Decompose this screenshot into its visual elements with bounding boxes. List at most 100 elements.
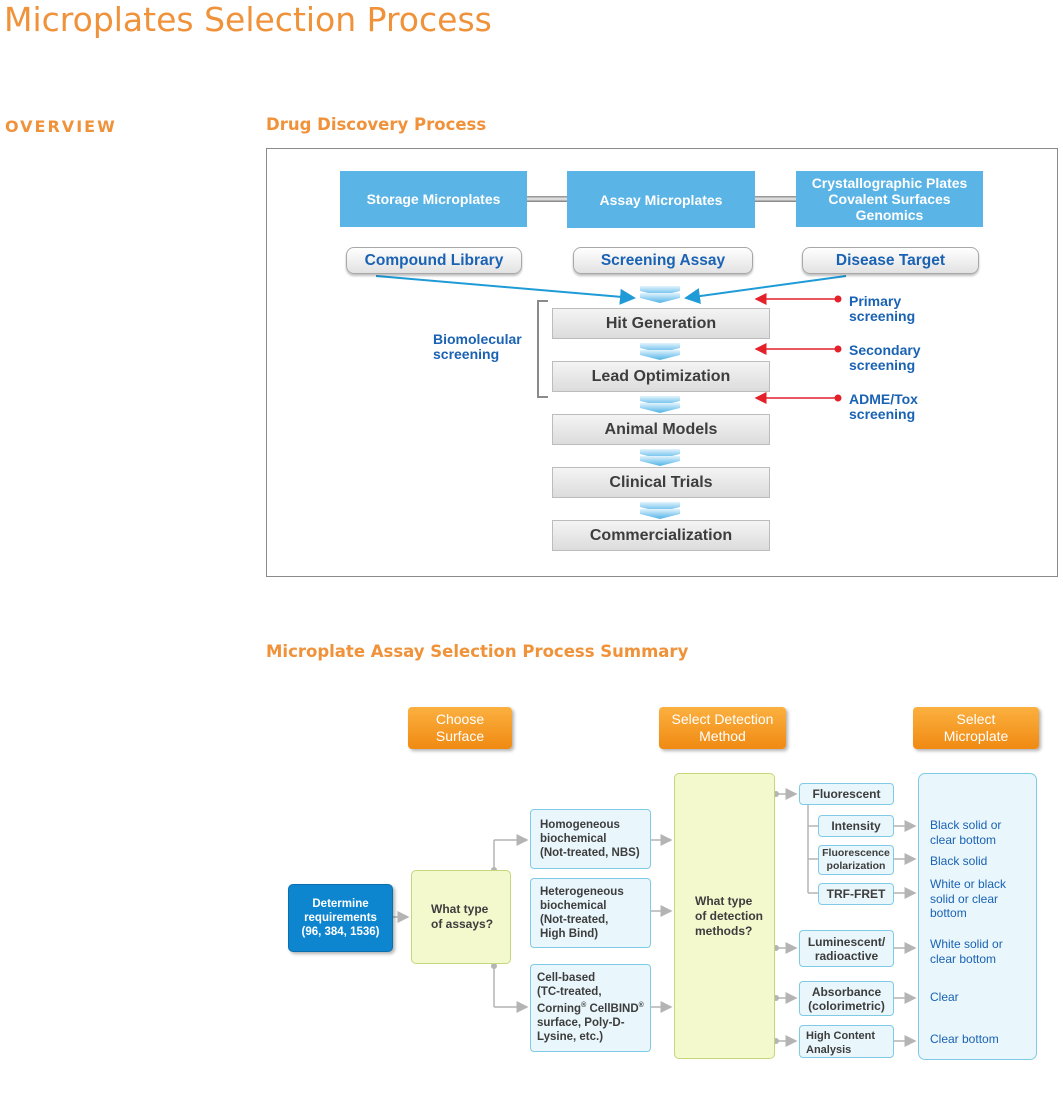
secondary-screening-label: Secondary screening xyxy=(849,343,921,373)
lum-line2: radioactive xyxy=(814,948,879,963)
fluorescence-polarization-box: Fluorescence polarization xyxy=(818,845,894,875)
fp-line2: polarization xyxy=(826,860,886,872)
header-line1: Select xyxy=(956,711,996,727)
hetero-line1: Heterogeneous xyxy=(540,886,624,898)
corning-text: Corning xyxy=(537,1002,582,1015)
result-clear-bottom: Clear bottom xyxy=(930,1032,999,1047)
assays-line1: What type xyxy=(431,902,489,916)
stage-label: Hit Generation xyxy=(605,314,717,332)
assays-line2: of assays? xyxy=(431,917,494,931)
crystal-line3: Genomics xyxy=(855,207,924,223)
stage-label: Lead Optimization xyxy=(591,367,731,385)
result-black-solid-clear: Black solid or clear bottom xyxy=(930,818,1001,847)
intensity-box: Intensity xyxy=(818,815,894,837)
r5-line1: Clear xyxy=(930,990,959,1004)
select-microplate-header: Select Microplate xyxy=(913,707,1039,749)
stage-commercialization: Commercialization xyxy=(552,520,770,551)
header-line2: Method xyxy=(699,728,746,744)
fluorescent-label: Fluorescent xyxy=(812,787,881,801)
stage-clinical-trials: Clinical Trials xyxy=(552,467,770,498)
abs-line1: Absorbance xyxy=(811,984,882,999)
hetero-line4: High Bind) xyxy=(540,928,599,940)
result-clear: Clear xyxy=(930,990,959,1005)
r3-line2: solid or clear xyxy=(930,891,999,906)
detection-line3: methods? xyxy=(695,923,753,938)
assay-selection-title: Microplate Assay Selection Process Summa… xyxy=(266,642,689,661)
overview-label: OVERVIEW xyxy=(5,117,117,136)
primary-screening-label: Primary screening xyxy=(849,294,915,324)
r6-line1: Clear bottom xyxy=(930,1032,999,1046)
bracket-line1: Biomolecular xyxy=(433,331,522,347)
hca-line2: Analysis xyxy=(806,1044,852,1056)
storage-microplates-box: Storage Microplates xyxy=(340,171,527,227)
trf-fret-label: TRF-FRET xyxy=(826,887,886,901)
assay-microplates-box: Assay Microplates xyxy=(567,171,755,228)
cell-based-box: Cell-based (TC-treated, Corning® CellBIN… xyxy=(530,964,651,1052)
biomolecular-screening-label: Biomolecular screening xyxy=(433,332,522,362)
homogeneous-biochemical-box: Homogeneous biochemical (Not-treated, NB… xyxy=(530,809,651,869)
absorbance-box: Absorbance (colorimetric) xyxy=(799,981,894,1016)
r3-line1: White or black xyxy=(930,877,1007,891)
hetero-line3: (Not-treated, xyxy=(540,914,609,926)
page-title: Microplates Selection Process xyxy=(4,0,492,39)
hca-line1: High Content xyxy=(806,1030,876,1042)
result-black-solid: Black solid xyxy=(930,854,987,869)
chevrons xyxy=(640,286,680,519)
adme-tox-screening-label: ADME/Tox screening xyxy=(849,392,918,422)
what-type-assays-box: What type of assays? xyxy=(411,870,511,964)
screening-line2: screening xyxy=(849,357,916,373)
abs-line2: (colorimetric) xyxy=(808,998,885,1013)
stage-animal-models: Animal Models xyxy=(552,414,770,445)
assay-microplates-label: Assay Microplates xyxy=(599,191,723,208)
luminescent-box: Luminescent/ radioactive xyxy=(799,930,894,967)
screening-line2: screening xyxy=(849,406,916,422)
registered-mark: ® xyxy=(638,1002,644,1009)
detection-line1: What type xyxy=(695,893,753,908)
hetero-line2: biochemical xyxy=(540,900,607,912)
header-line1: Choose xyxy=(435,711,485,727)
disease-target-pill: Disease Target xyxy=(802,247,979,274)
lum-line1: Luminescent/ xyxy=(807,934,886,949)
crystal-line1: Crystallographic Plates xyxy=(811,175,968,191)
determine-line1: Determine xyxy=(312,898,369,910)
what-type-detection-box: What type of detection methods? xyxy=(674,773,775,1059)
header-line2: Microplate xyxy=(943,728,1009,744)
drug-discovery-title: Drug Discovery Process xyxy=(266,115,487,134)
trf-fret-box: TRF-FRET xyxy=(818,883,894,905)
cellbind-text: CellBIND xyxy=(589,1002,639,1015)
detection-line2: of detection xyxy=(695,908,763,923)
compound-library-label: Compound Library xyxy=(364,251,504,269)
screening-assay-pill: Screening Assay xyxy=(573,247,753,274)
stage-label: Clinical Trials xyxy=(609,473,713,491)
fluorescent-box: Fluorescent xyxy=(799,783,894,805)
cell-line4: surface, Poly-D- xyxy=(537,1016,625,1029)
bracket-line2: screening xyxy=(433,346,500,362)
r3-line3: bottom xyxy=(930,906,967,920)
intensity-label: Intensity xyxy=(831,819,881,833)
cell-line1: Cell-based xyxy=(537,972,596,984)
stage-lead-optimization: Lead Optimization xyxy=(552,361,770,392)
screening-line2: screening xyxy=(849,308,916,324)
compound-library-pill: Compound Library xyxy=(346,247,522,274)
choose-surface-header: Choose Surface xyxy=(408,707,512,749)
homo-line1: Homogeneous xyxy=(540,819,620,831)
select-detection-header: Select Detection Method xyxy=(659,707,786,749)
cell-line3: Corning® CellBIND® xyxy=(537,999,650,1016)
registered-mark: ® xyxy=(581,1002,587,1009)
header-line1: Select Detection xyxy=(671,711,774,727)
r1-line1: Black solid or xyxy=(930,818,1002,832)
homo-line3: (Not-treated, NBS) xyxy=(540,847,640,859)
determine-requirements-box: Determine requirements (96, 384, 1536) xyxy=(288,884,393,952)
crystallographic-plates-box: Crystallographic Plates Covalent Surface… xyxy=(796,171,983,227)
r1-line2: clear bottom xyxy=(930,832,997,847)
result-white-or-black: White or black solid or clear bottom xyxy=(930,877,1006,921)
result-white-solid-clear: White solid or clear bottom xyxy=(930,937,1003,966)
storage-microplates-label: Storage Microplates xyxy=(366,191,501,207)
stage-hit-generation: Hit Generation xyxy=(552,308,770,339)
crystal-line2: Covalent Surfaces xyxy=(828,191,951,207)
heterogeneous-biochemical-box: Heterogeneous biochemical (Not-treated, … xyxy=(530,878,651,948)
header-line2: Surface xyxy=(435,728,485,744)
high-content-analysis-box: High Content Analysis xyxy=(799,1025,894,1058)
microplate-results-box xyxy=(918,773,1037,1060)
